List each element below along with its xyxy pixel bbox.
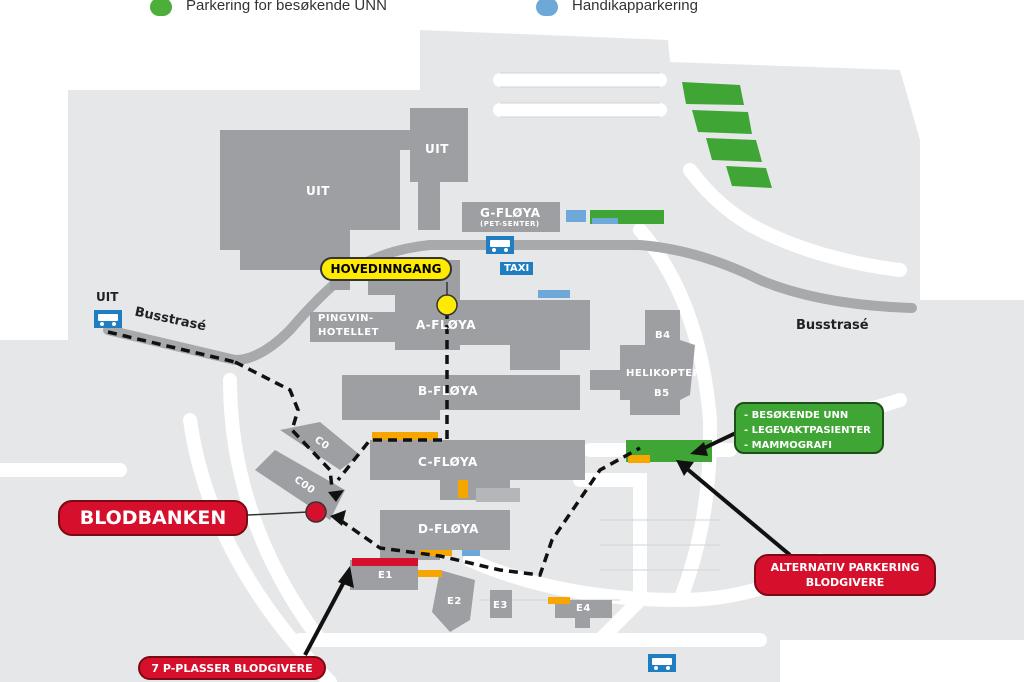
hovedinngang-marker [436, 294, 458, 316]
label-g-floya: G-FLØYA [480, 206, 541, 220]
label-busstrase-right: Busstrasé [796, 318, 869, 333]
label-c-floya: C-FLØYA [418, 455, 478, 469]
label-e3: E3 [493, 600, 508, 611]
bus-stop-icon-south [648, 654, 676, 672]
blodbanken-marker [305, 501, 327, 523]
visitors-line-3: - MAMMOGRAFI [744, 440, 832, 451]
visitor-parking-swatch [150, 0, 172, 16]
label-helikopter: HELIKOPTER [626, 368, 701, 379]
p-plasser-callout: 7 P-PLASSER BLODGIVERE [138, 656, 326, 680]
arrows [303, 428, 792, 656]
visitors-line-2: - LEGEVAKTPASIENTER [744, 425, 871, 436]
handicap-parking-areas [462, 210, 618, 556]
visitors-line-1: - BESØKENDE UNN [744, 410, 849, 421]
handicap-parking-swatch [536, 0, 558, 16]
label-g-floya-sub: (PET-SENTER) [480, 220, 540, 228]
taxi-sign: TAXI [500, 262, 534, 275]
label-e4: E4 [576, 603, 591, 614]
alt-parking-line-1: ALTERNATIV PARKERING [770, 561, 920, 574]
buildings [220, 108, 695, 632]
alt-parking-callout: ALTERNATIV PARKERING BLODGIVERE [754, 554, 936, 596]
legend-handicap-parking: Handikapparkering [572, 0, 698, 14]
label-uit-top: UIT [425, 142, 449, 156]
label-b5: B5 [654, 388, 670, 399]
busway [103, 240, 917, 365]
hovedinngang-callout: HOVEDINNGANG [320, 257, 452, 281]
orange-parking-areas [372, 432, 650, 604]
alt-parking-line-2: BLODGIVERE [805, 576, 885, 589]
legend-visitor-parking: Parkering for besøkende UNN [186, 0, 387, 14]
label-d-floya: D-FLØYA [418, 522, 479, 536]
walking-route [107, 310, 641, 577]
visitors-box: - BESØKENDE UNN - LEGEVAKTPASIENTER - MA… [734, 402, 884, 454]
bus-stop-icon-g-floya [486, 236, 514, 254]
label-pingvin-2: HOTELLET [318, 327, 379, 338]
blodbanken-pointer [247, 511, 309, 516]
label-b4: B4 [655, 330, 671, 341]
label-pingvin-1: PINGVIN- [318, 313, 374, 324]
blood-donor-parking [352, 558, 418, 566]
label-uit-bus-stop: UIT [96, 290, 119, 304]
label-a-floya: A-FLØYA [416, 318, 477, 332]
label-e1: E1 [378, 570, 393, 581]
bus-stop-icon-uit [94, 310, 122, 328]
label-b-floya: B-FLØYA [418, 384, 478, 398]
label-uit-main: UIT [306, 184, 330, 198]
label-e2: E2 [447, 596, 462, 607]
blodbanken-callout: BLODBANKEN [58, 500, 248, 536]
